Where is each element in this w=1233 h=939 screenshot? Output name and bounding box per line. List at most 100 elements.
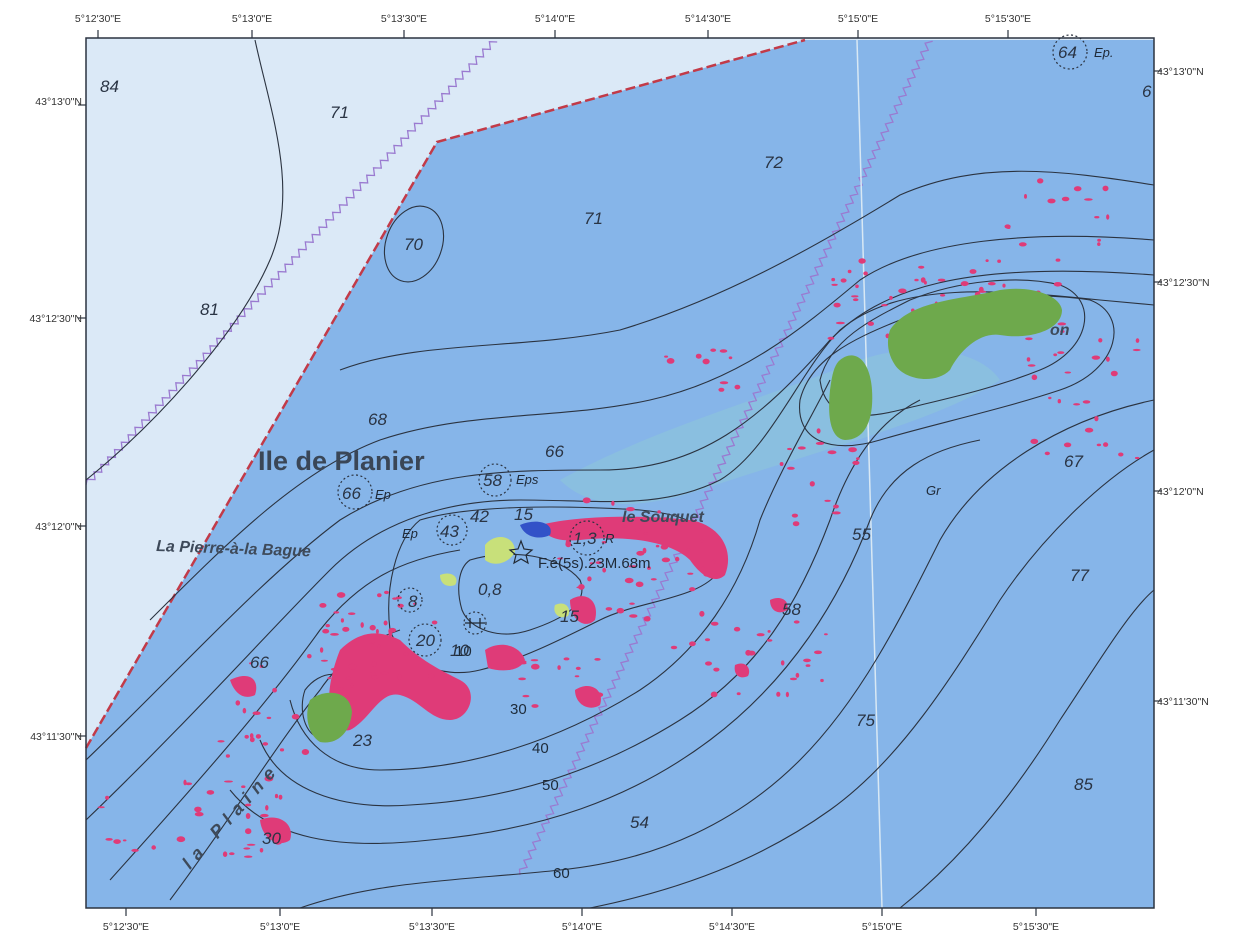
posidonia-dot [1097,242,1101,247]
posidonia-dot [412,602,417,605]
posidonia-dot [531,663,540,670]
posidonia-dot [225,754,230,758]
posidonia-dot [624,577,634,584]
posidonia-dot [689,641,696,647]
depth-sounding: 77 [1070,566,1089,585]
posidonia-dot [340,618,344,623]
posidonia-dot [699,610,705,617]
posidonia-dot [650,578,657,581]
posidonia-dot [809,481,815,487]
depth-sounding: 8 [408,592,418,611]
posidonia-dot [274,793,279,799]
posidonia-plaine [260,817,291,844]
wreck-icon [465,618,485,628]
posidonia-dot [1073,403,1081,406]
lon-top-label: 5°12'30"E [75,13,121,25]
posidonia-dot [246,843,256,846]
posidonia-dot [229,852,235,856]
posidonia-dot [319,647,324,653]
posidonia-dot [1073,186,1082,192]
posidonia-dot [997,259,1001,263]
posidonia-dot [325,624,330,628]
depth-sounding: 6 [1142,82,1152,101]
posidonia-dot [1135,338,1140,343]
posidonia-patch-b [575,685,601,708]
posidonia-dot [1106,356,1110,362]
posidonia-dot [791,513,799,518]
abbr-label: Ep [375,487,391,502]
posidonia-dot [695,353,702,359]
posidonia-patch-a [485,644,525,671]
posidonia-dot [635,581,644,588]
depth-sounding: 43 [440,522,459,541]
posidonia-dot [1118,452,1124,457]
posidonia-dot [655,544,660,548]
posidonia-dot [1002,283,1006,288]
posidonia-dot [831,277,836,282]
posidonia-dot [278,794,283,800]
posidonia-dot [360,622,364,628]
posidonia-dot [847,269,852,274]
depth-sounding: 15 [514,505,533,524]
posidonia-dot [898,288,907,294]
posidonia-dot [827,336,835,340]
depth-sounding: 70 [404,235,423,254]
posidonia-dot [1102,185,1109,192]
posidonia-dot [820,678,824,683]
depth-sounding: 71 [330,103,349,122]
contour-label: 40 [532,740,549,757]
posidonia-dot [578,584,585,590]
depth-sounding: 85 [1074,775,1093,794]
posidonia-dot [241,785,246,788]
posidonia-dot [371,675,379,680]
depth-sounding: 0,8 [478,580,502,599]
seabed-abbreviations: Ep Eps Ep R Gr Ep. [375,45,1114,546]
contour-30 [289,379,831,771]
circle-20 [408,623,442,657]
lat-right-label: 43°11'30"N [1157,696,1209,708]
shallow-band [560,349,1000,504]
posidonia-dot [699,539,705,543]
posidonia-dot [805,664,811,667]
posidonia-dot [530,659,539,662]
latitude-labels-left: 43°13'0"N 43°12'30"N 43°12'0"N 43°11'30"… [29,96,82,743]
posidonia-dot [259,848,264,853]
posidonia-dot [1061,196,1070,202]
posidonia-souquet [540,516,729,580]
posidonia-dot [719,381,729,385]
posidonia-dot [122,839,127,842]
depth-sounding: 55 [852,525,871,544]
posidonia-dot [622,525,628,528]
posidonia-dot [787,466,795,470]
posidonia-dot [589,562,595,565]
posidonia-dot [687,572,694,575]
posidonia-dot [1064,371,1072,374]
posidonia-dot [661,557,671,563]
posidonia-dot [616,607,625,614]
circle-wreck [463,611,487,635]
posidonia-dot [1094,216,1100,219]
posidonia-dot [255,734,261,739]
lat-left-label: 43°12'30"N [29,313,82,325]
posidonia-dot [728,356,733,360]
depth-sounding: 30 [262,829,281,848]
posidonia-dot [342,626,350,632]
posidonia-dot [327,677,331,680]
lon-bottom-label: 5°14'30"E [709,921,755,933]
posidonia-dot [855,284,859,289]
contour-68 [339,170,1155,371]
posidonia-dot [176,836,186,843]
partial-name: on [1050,322,1070,339]
posidonia-dot [704,638,711,642]
posidonia-dot [833,302,841,308]
posidonia-dot [1060,330,1065,333]
posidonia-dot [1098,338,1103,343]
posidonia-dot [1026,357,1031,362]
lon-bottom-label: 5°13'30"E [409,921,455,933]
posidonia-dot [1134,456,1140,460]
contour-label: 30 [510,701,527,718]
dotted-circles [337,34,1088,657]
posidonia-dot [703,571,712,577]
posidonia-dot [785,691,790,698]
posidonia-dot [795,672,800,678]
